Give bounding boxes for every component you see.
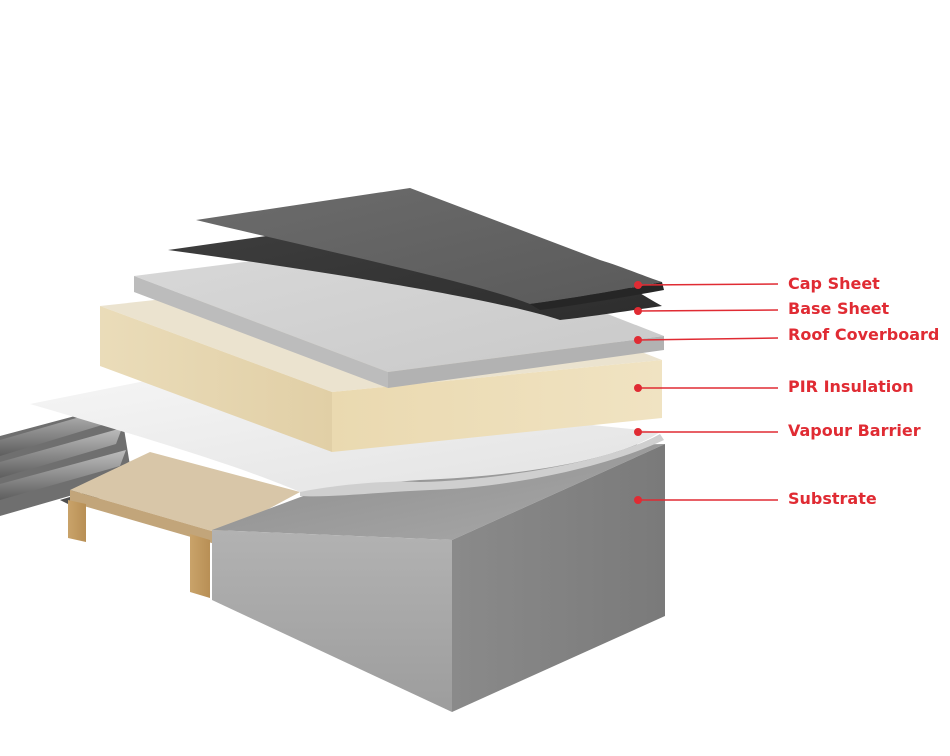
cap-sheet — [196, 188, 664, 310]
label-pir-insulation: PIR Insulation — [788, 377, 914, 396]
leader-dot-vapour — [634, 428, 642, 436]
timber-deck — [68, 452, 300, 598]
leader-lines — [634, 281, 779, 504]
leader-dot-cover — [634, 336, 642, 344]
label-roof-coverboard: Roof Coverboard — [788, 325, 940, 344]
leader-line-base — [637, 309, 779, 312]
label-cap-sheet: Cap Sheet — [788, 274, 880, 293]
leader-line-cap — [637, 283, 779, 286]
roof-coverboard-sheet — [134, 240, 664, 388]
leader-dot-pir — [634, 384, 642, 392]
leader-dot-base — [634, 307, 642, 315]
leader-dot-sub — [634, 496, 642, 504]
label-substrate: Substrate — [788, 489, 877, 508]
leader-line-cover — [637, 337, 779, 341]
leader-dot-cap — [634, 281, 642, 289]
label-vapour-barrier: Vapour Barrier — [788, 421, 921, 440]
label-base-sheet: Base Sheet — [788, 299, 890, 318]
